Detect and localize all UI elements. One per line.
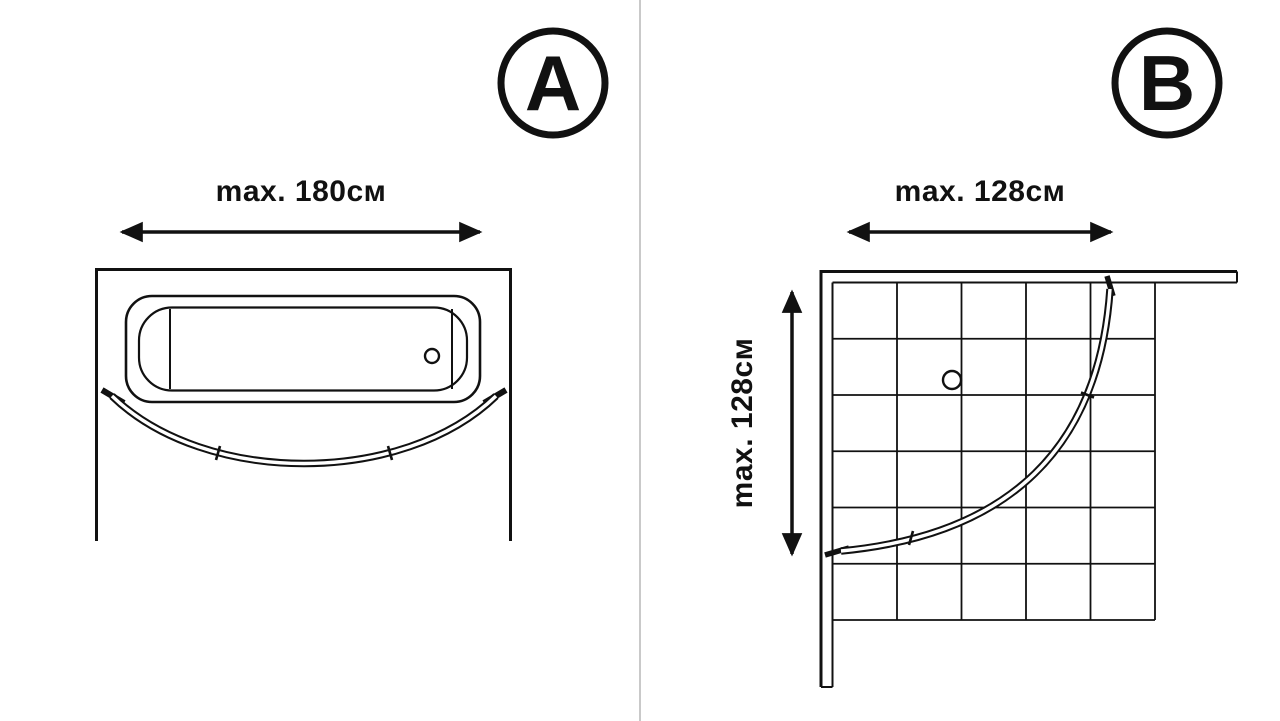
curtain-rod-b — [824, 275, 1116, 558]
badge-b-letter: B — [1139, 39, 1195, 127]
drain-a-icon — [423, 347, 441, 365]
drain-b-icon — [941, 369, 963, 391]
badge-a-letter: A — [525, 39, 581, 127]
rod-b-tube-outline — [840, 288, 1114, 555]
dimension-b-height: max. 128см — [726, 289, 803, 557]
dimension-a-width: max. 180см — [119, 175, 483, 243]
badge-a-circle — [497, 27, 609, 139]
panel-a-bathtub-diagram: max. 180см A — [95, 27, 609, 541]
walls-b — [819, 270, 1238, 688]
badge-b-circle — [1111, 27, 1223, 139]
bathtub-a — [124, 294, 482, 404]
panel-b-corner-shower-diagram: max. 128см max. 128см — [726, 27, 1238, 688]
panel-divider — [639, 0, 641, 721]
curtain-rod-a — [100, 387, 508, 468]
rod-a-joint-left — [214, 445, 222, 461]
dimension-b-width-label: max. 128см — [895, 175, 1066, 208]
rod-a-tube-core — [110, 394, 498, 466]
rod-a-joint-right — [386, 445, 394, 461]
rod-a-tube-outline — [109, 393, 499, 468]
badge-b: B — [1111, 27, 1223, 139]
rod-b-joint-lower — [907, 530, 915, 546]
dimension-b-width: max. 128см — [846, 175, 1114, 243]
bathtub-inner-rim — [137, 306, 469, 392]
walls-a — [95, 268, 512, 541]
dimension-a-width-label: max. 180см — [216, 175, 387, 208]
rod-b-joint-upper — [1080, 391, 1095, 399]
rod-b-tube-core — [840, 288, 1112, 553]
badge-a: A — [497, 27, 609, 139]
dimension-b-height-label: max. 128см — [726, 338, 759, 509]
